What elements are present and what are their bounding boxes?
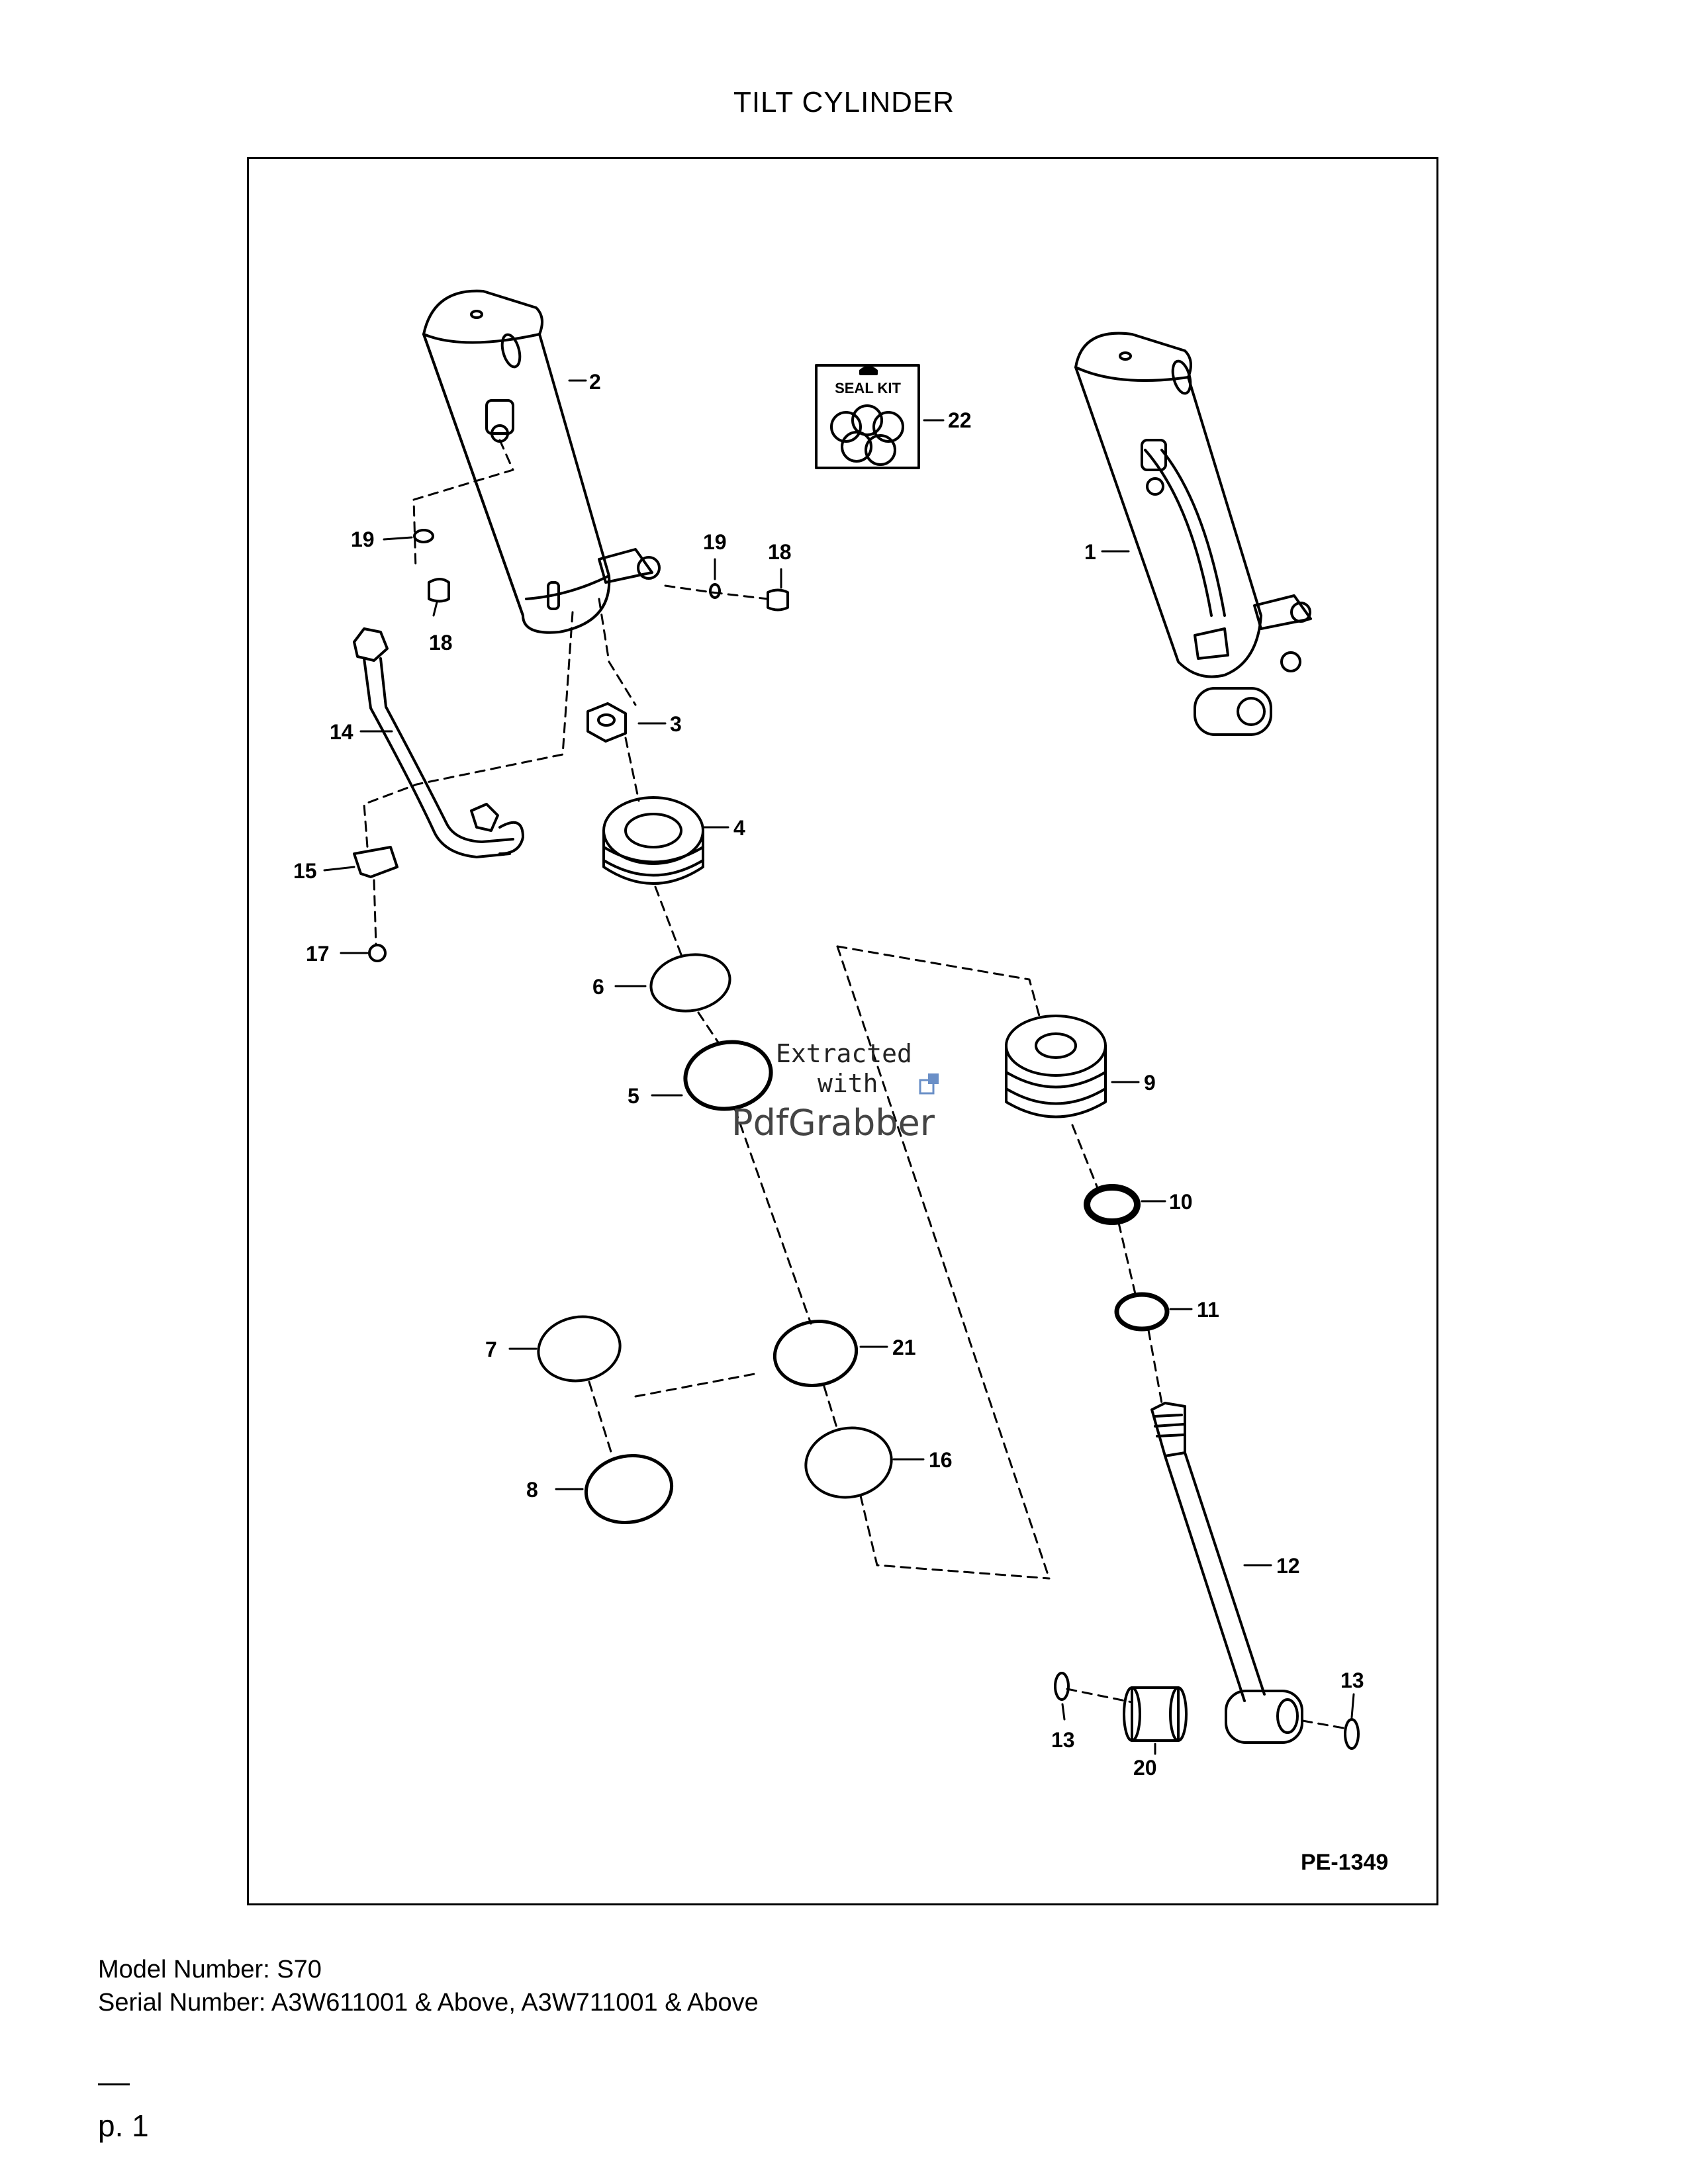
callout-10: 10 xyxy=(1169,1190,1193,1214)
assembly-lines xyxy=(363,439,1348,1730)
callout-18-left: 18 xyxy=(429,631,453,655)
cylinder-barrel-part xyxy=(422,289,661,634)
leader-lines xyxy=(323,379,1355,1755)
watermark-line-3: PdfGrabber xyxy=(731,1102,935,1144)
plug-18-left xyxy=(428,578,450,603)
seal-16-part xyxy=(804,1426,893,1499)
callout-19-right: 19 xyxy=(703,530,727,554)
callout-5: 5 xyxy=(628,1084,639,1108)
callout-16: 16 xyxy=(929,1448,953,1472)
callout-13-right: 13 xyxy=(1340,1668,1364,1692)
drawing-number: PE-1349 xyxy=(1301,1850,1388,1875)
callout-19-left: 19 xyxy=(351,527,375,551)
tilt-cylinder-assembly-part xyxy=(1074,332,1312,736)
seal-21-part xyxy=(773,1320,859,1387)
watermark-logo-square-icon xyxy=(928,1073,939,1084)
callout-2: 2 xyxy=(589,370,601,394)
callout-14: 14 xyxy=(330,720,353,744)
piston-part xyxy=(602,796,704,885)
callout-9: 9 xyxy=(1144,1071,1156,1095)
callout-21: 21 xyxy=(892,1336,916,1359)
callout-15: 15 xyxy=(293,859,317,883)
seal-11-part xyxy=(1114,1292,1170,1332)
seal-6-part xyxy=(649,953,731,1013)
nut-part xyxy=(586,702,627,743)
pdfgrabber-watermark: Extracted with PdfGrabber xyxy=(731,1039,939,1144)
o-ring-19-left xyxy=(413,529,434,543)
bushing-part xyxy=(1123,1686,1188,1742)
ring-13-right-part xyxy=(1344,1718,1360,1750)
callout-1: 1 xyxy=(1084,540,1096,564)
serial-number: Serial Number: A3W611001 & Above, A3W711… xyxy=(98,1989,759,2017)
tube-line-part xyxy=(353,627,524,858)
callout-13-left: 13 xyxy=(1051,1728,1075,1752)
ring-13-left-part xyxy=(1054,1672,1070,1701)
seal-7-part xyxy=(537,1315,622,1383)
page-title: TILT CYLINDER xyxy=(733,86,955,118)
page-rule xyxy=(98,2083,130,2085)
callout-3: 3 xyxy=(670,712,682,736)
callout-7: 7 xyxy=(485,1338,497,1361)
seal-5-part xyxy=(683,1040,773,1111)
callout-8: 8 xyxy=(526,1478,538,1502)
model-number: Model Number: S70 xyxy=(98,1956,322,1983)
seal-8-part xyxy=(584,1453,674,1525)
nut-17-part xyxy=(368,944,387,962)
callout-11: 11 xyxy=(1197,1298,1219,1322)
callout-22: 22 xyxy=(948,408,972,432)
clamp-part xyxy=(353,846,399,878)
seal-kit-label: SEAL KIT xyxy=(835,380,901,396)
o-ring-19-right xyxy=(709,583,721,599)
callout-12: 12 xyxy=(1276,1554,1300,1578)
seal-kit-part xyxy=(815,364,920,469)
watermark-logo-icon xyxy=(919,1079,935,1095)
page-number: p. 1 xyxy=(98,2109,149,2143)
rod-part xyxy=(1150,1402,1303,1744)
callout-6: 6 xyxy=(592,975,604,999)
plug-18-right xyxy=(767,588,789,612)
gland-part xyxy=(1005,1015,1107,1118)
callout-17: 17 xyxy=(306,942,330,966)
callout-18-right: 18 xyxy=(768,540,792,564)
callout-20: 20 xyxy=(1133,1756,1157,1780)
watermark-line-1: Extracted xyxy=(776,1039,912,1068)
callout-4: 4 xyxy=(733,816,745,840)
seal-10-part xyxy=(1084,1184,1141,1225)
watermark-line-2: with xyxy=(818,1069,878,1098)
diagram-frame xyxy=(247,157,1438,1905)
